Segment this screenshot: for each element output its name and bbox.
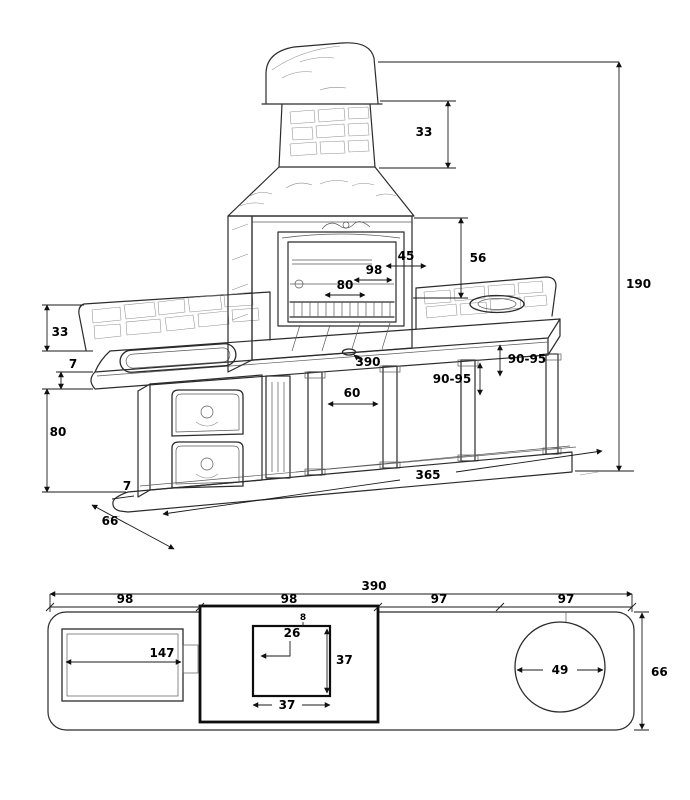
dim-gap-8: 8 — [300, 613, 306, 623]
dim-hood-56: 56 — [470, 251, 487, 265]
dim-cabinet-80: 80 — [50, 425, 67, 439]
plan-grill-opening — [251, 624, 332, 698]
dim-chimney-33: 33 — [416, 125, 433, 139]
cabinet-door-upper — [171, 389, 244, 437]
pillar — [304, 371, 326, 476]
counter-recess — [119, 343, 237, 373]
left-cabinet — [137, 374, 263, 498]
dim-seg-97a: 97 — [431, 592, 448, 606]
dim-recess-147: 147 — [149, 646, 174, 660]
dim-seg-98a: 98 — [117, 592, 134, 606]
pillar — [542, 353, 562, 455]
cabinet-door-lower — [171, 441, 244, 489]
pillars — [265, 353, 571, 479]
dim-plan-390: 390 — [361, 579, 386, 593]
fluted-pilaster — [265, 375, 291, 479]
dimensions-plan: 390 98 98 97 97 8 26 37 37 147 — [45, 579, 668, 731]
chimney — [278, 103, 376, 168]
plan-view: 390 98 98 97 97 8 26 37 37 147 — [45, 579, 668, 731]
dim-height-90-95-right: 90-95 — [508, 352, 546, 366]
dim-total-190: 190 — [626, 277, 651, 291]
dim-plan-depth-66: 66 — [651, 665, 668, 679]
dim-opening-45: 45 — [398, 249, 415, 263]
backsplash-right — [415, 276, 557, 330]
dim-seg-98b: 98 — [281, 592, 298, 606]
hood — [227, 166, 415, 217]
chimney-cap — [261, 42, 383, 105]
dim-height-90-95-mid: 90-95 — [433, 372, 471, 386]
plan-burner-circle — [514, 621, 606, 713]
dim-seg-97b: 97 — [558, 592, 575, 606]
backsplash-left — [78, 291, 271, 351]
dimensions-elevation: 33 190 56 45 98 80 33 7 — [42, 61, 651, 550]
dim-opening-98: 98 — [366, 263, 383, 277]
firebox — [227, 215, 413, 373]
dim-bottom-37: 37 — [279, 698, 296, 712]
dim-offset-26: 26 — [284, 626, 301, 640]
dim-opening-80: 80 — [337, 278, 354, 292]
countertop — [90, 294, 561, 390]
dim-counter-7: 7 — [69, 357, 77, 371]
elevation-view: 33 190 56 45 98 80 33 7 — [42, 42, 651, 550]
dim-side-37: 37 — [336, 653, 353, 667]
dim-depth-66: 66 — [102, 514, 119, 528]
base-plinth — [105, 446, 599, 520]
dim-base-7: 7 — [123, 479, 131, 493]
pillar — [379, 365, 401, 469]
dim-splash-33: 33 — [52, 325, 69, 339]
grill-opening — [287, 241, 397, 352]
sink-ring — [469, 294, 525, 314]
dim-length-390: 390 — [355, 355, 380, 369]
dim-burner-49: 49 — [552, 663, 569, 677]
dim-base-365: 365 — [415, 468, 440, 482]
plan-left-recess — [61, 628, 199, 702]
dim-shelf-60: 60 — [344, 386, 361, 400]
